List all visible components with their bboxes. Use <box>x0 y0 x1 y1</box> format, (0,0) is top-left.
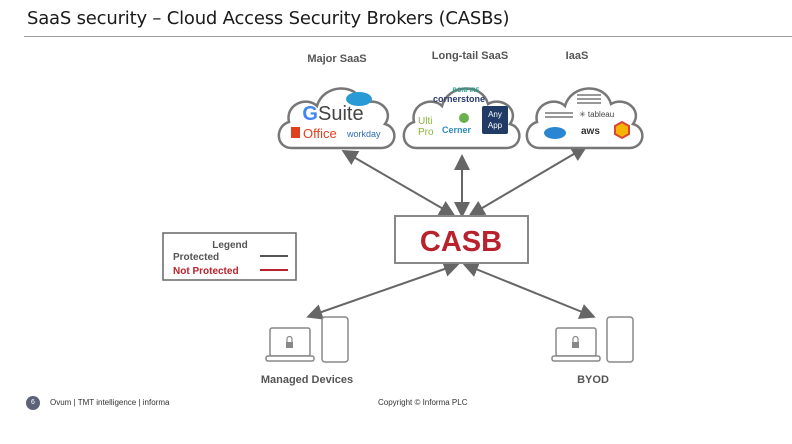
cloud-label-major-saas: Major SaaS <box>307 53 366 65</box>
tableau-logo: ✳ tableau <box>579 110 614 119</box>
ultipro-logo-2: Pro <box>418 127 434 138</box>
phone-icon <box>606 316 634 363</box>
salesforce-logo <box>346 92 372 106</box>
legend-title: Legend <box>212 240 248 251</box>
managed-devices-label: Managed Devices <box>261 374 353 386</box>
aws-logo: aws <box>581 126 600 137</box>
slide-title: SaaS security – Cloud Access Security Br… <box>27 8 510 29</box>
cerner-icon <box>459 113 469 123</box>
page-number-badge: 6 <box>26 396 40 410</box>
legend: Legend Protected Not Protected <box>162 232 297 281</box>
lock-icon <box>286 335 293 348</box>
cloud-label-iaas: IaaS <box>566 50 589 62</box>
managed-devices <box>265 316 349 363</box>
cloud-iaas: ✳ tableau aws <box>525 87 644 150</box>
gsuite-logo: GSuite <box>302 103 363 125</box>
footer-branding: Ovum | TMT intelligence | informa <box>50 398 170 407</box>
legend-protected-label: Protected <box>173 252 219 263</box>
svg-text:Any: Any <box>488 110 502 119</box>
cloud-major-saas: GSuite Office workday <box>277 87 396 150</box>
google-cloud-icon <box>614 120 630 140</box>
byod-label: BYOD <box>577 374 609 386</box>
legend-not-protected-label: Not Protected <box>173 266 239 277</box>
bonfire-logo: BONFIRE <box>453 88 480 94</box>
datacenter-icon <box>545 94 601 118</box>
cerner-logo: Cerner <box>442 125 472 135</box>
svg-text:App: App <box>488 121 503 130</box>
title-divider <box>24 36 792 37</box>
lock-icon <box>572 335 579 348</box>
ultipro-logo: Ulti <box>418 116 432 127</box>
footer-copyright: Copyright © Informa PLC <box>378 398 468 407</box>
casb-box <box>394 215 529 264</box>
any-app-tile <box>482 106 508 134</box>
office-logo: Office <box>303 126 337 141</box>
office-icon <box>291 127 300 138</box>
casb-label: CASB <box>420 226 502 258</box>
phone-icon <box>321 316 349 363</box>
cloud-label-longtail-saas: Long-tail SaaS <box>432 50 508 62</box>
workday-logo: workday <box>346 129 381 139</box>
cloud-longtail-saas: BONFIRE cornerstone Ulti Pro Cerner Any … <box>402 87 521 150</box>
arrow-casb-byod <box>462 262 596 319</box>
arrow-casb-iaas <box>468 145 588 217</box>
arrow-casb-major-saas <box>341 149 456 217</box>
azure-cloud-icon <box>544 127 566 139</box>
arrow-casb-managed <box>306 261 460 320</box>
byod-devices <box>551 316 634 363</box>
cornerstone-logo: cornerstone <box>433 94 485 104</box>
